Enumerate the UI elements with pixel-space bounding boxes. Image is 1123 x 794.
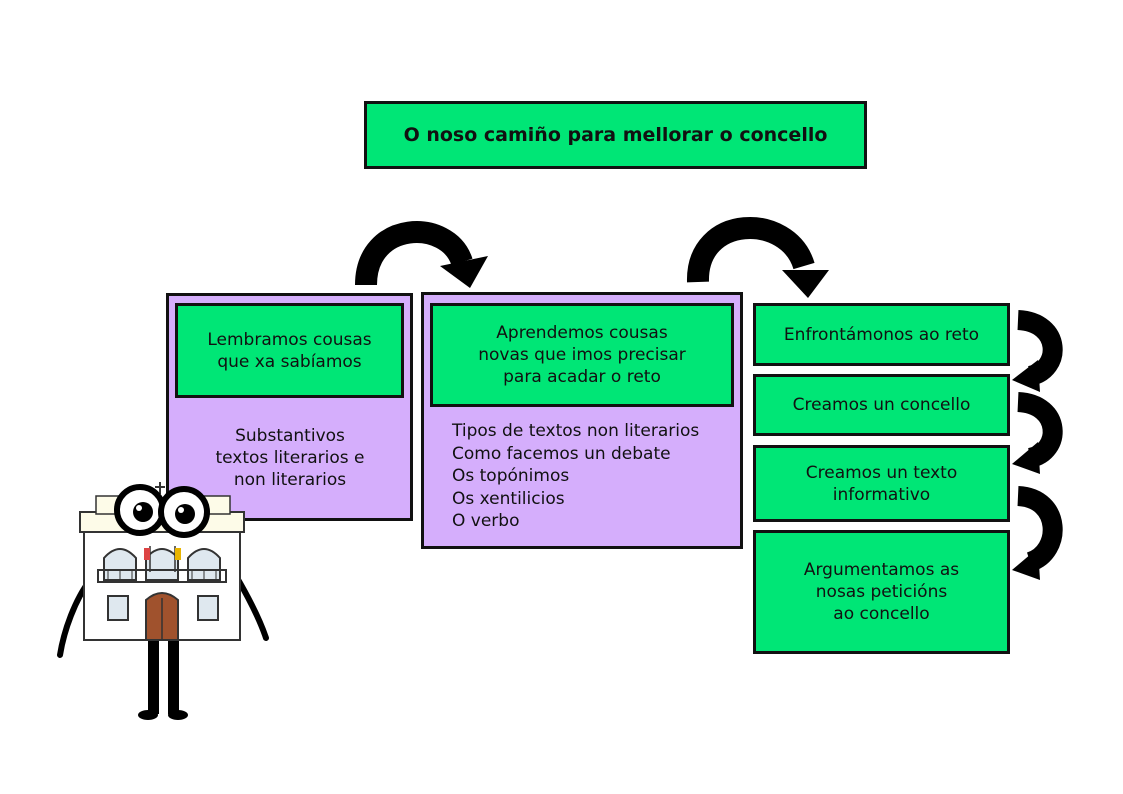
town-hall-mascot (57, 482, 269, 720)
list-item: Os topónimos (452, 466, 570, 486)
list-item: Tipos de textos non literarios (452, 421, 700, 441)
curved-arrow-icon (1012, 486, 1063, 580)
list-item: Os xentilicios (452, 488, 565, 509)
prior-knowledge-topics: Substantivos textos literarios e non lit… (215, 426, 365, 490)
list-item: O verbo (452, 511, 520, 531)
step-create-informative-text: Creamos un texto informativo (753, 445, 1010, 522)
step-create-council: Creamos un concello (753, 374, 1010, 436)
curved-arrow-icon (1012, 310, 1063, 392)
new-learning-list: Tipos de textos non literarios Como face… (452, 420, 699, 533)
diagram-title: O noso camiño para mellorar o concello (364, 101, 867, 169)
step-face-challenge: Enfrontámonos ao reto (753, 303, 1010, 366)
new-learning-heading: Aprendemos cousas novas que imos precisa… (430, 303, 734, 407)
prior-knowledge-heading: Lembramos cousas que xa sabíamos (175, 303, 404, 398)
curved-arrow-icon (1012, 392, 1063, 474)
step-argue-requests: Argumentamos as nosas peticións ao conce… (753, 530, 1010, 654)
curved-arrow-icon (686, 217, 829, 298)
list-item: Como facemos un debate (452, 443, 671, 464)
curved-arrow-icon (355, 221, 488, 288)
